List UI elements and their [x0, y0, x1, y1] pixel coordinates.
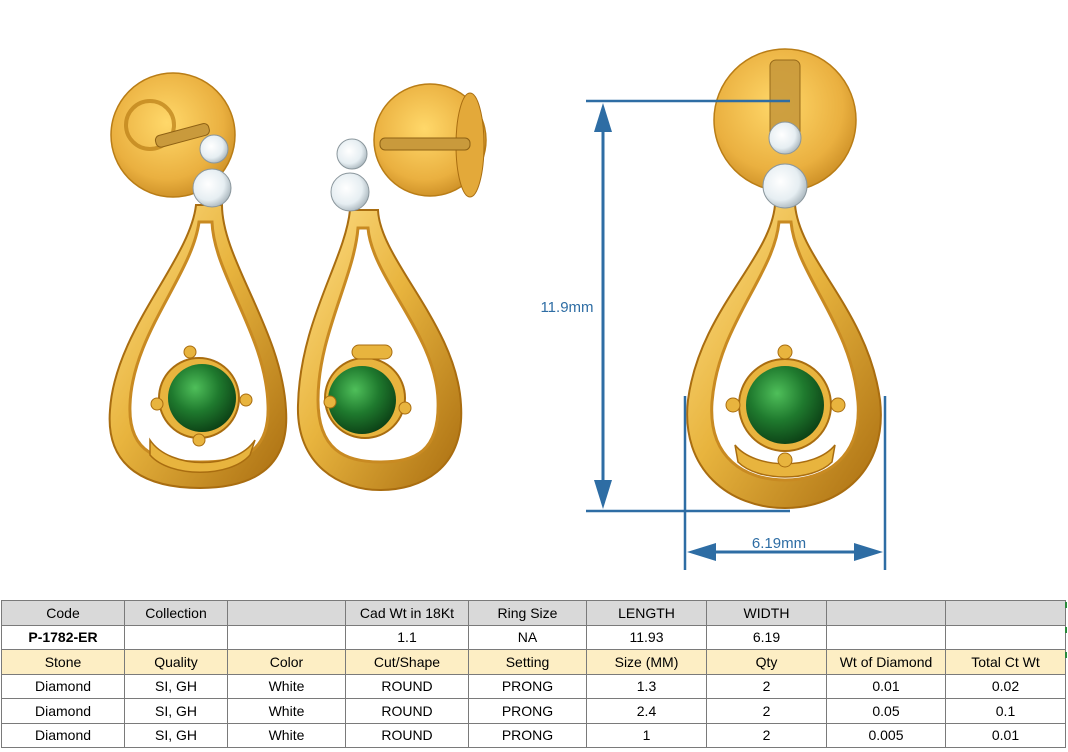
table-cell: PRONG	[468, 722, 587, 748]
header-cell: Code	[1, 600, 125, 626]
header-cell	[826, 600, 946, 626]
width-dimension-label: 6.19mm	[752, 535, 806, 552]
table-cell: White	[227, 722, 346, 748]
table-cell: 2	[706, 673, 827, 699]
table-cell: 1.3	[586, 673, 707, 699]
edge-marker	[1065, 627, 1067, 633]
header-cell: Qty	[706, 649, 827, 675]
diamond-large	[762, 163, 808, 209]
emerald-stone	[328, 366, 396, 434]
width-dimension	[683, 396, 887, 570]
table-cell: ROUND	[345, 673, 469, 699]
earring-left-view	[108, 72, 288, 490]
screw-post	[379, 137, 471, 151]
table-cell: Diamond	[1, 673, 125, 699]
earring-side-view	[296, 83, 487, 492]
emerald-stone	[746, 366, 824, 444]
diamond-small	[199, 134, 229, 164]
table-cell: ROUND	[345, 698, 469, 724]
product-code: P-1782-ER	[1, 624, 125, 650]
diamond-large	[330, 172, 370, 212]
spec-table: Code Collection Cad Wt in 18Kt Ring Size…	[1, 600, 1066, 748]
arrow-left-icon	[687, 543, 716, 561]
arrow-up-icon	[594, 103, 612, 132]
arrow-right-icon	[854, 543, 883, 561]
table-header-row: Code Collection Cad Wt in 18Kt Ring Size…	[1, 600, 1066, 626]
header-cell: Stone	[1, 649, 125, 675]
table-cell: SI, GH	[124, 698, 228, 724]
table-cell: 11.93	[586, 624, 707, 650]
table-cell	[945, 624, 1066, 650]
stone-row: Diamond SI, GH White ROUND PRONG 2.4 2 0…	[1, 698, 1066, 724]
edge-marker	[1065, 602, 1067, 608]
table-cell: White	[227, 698, 346, 724]
height-dimension-label: 11.9mm	[540, 299, 593, 316]
table-cell: 0.1	[945, 698, 1066, 724]
table-cell: 0.02	[945, 673, 1066, 699]
stone-row: Diamond SI, GH White ROUND PRONG 1.3 2 0…	[1, 673, 1066, 699]
height-dimension	[586, 99, 790, 513]
header-cell: Setting	[468, 649, 587, 675]
product-image-area: 11.9mm 6.19mm	[108, 48, 887, 570]
header-cell: WIDTH	[706, 600, 827, 626]
table-cell: NA	[468, 624, 587, 650]
table-cell: SI, GH	[124, 673, 228, 699]
header-cell: Quality	[124, 649, 228, 675]
header-cell: Color	[227, 649, 346, 675]
table-cell: 2.4	[586, 698, 707, 724]
header-cell: Size (MM)	[586, 649, 707, 675]
diamond-small	[336, 138, 368, 170]
header-cell	[227, 600, 346, 626]
diamond-large	[192, 168, 232, 208]
table-cell: SI, GH	[124, 722, 228, 748]
table-cell	[227, 624, 346, 650]
header-cell: Wt of Diamond	[826, 649, 946, 675]
table-cell: 2	[706, 722, 827, 748]
product-row: P-1782-ER 1.1 NA 11.93 6.19	[1, 624, 1066, 650]
table-cell: Diamond	[1, 698, 125, 724]
arrow-down-icon	[594, 480, 612, 509]
header-cell: Collection	[124, 600, 228, 626]
table-cell: Diamond	[1, 722, 125, 748]
earring-product-render: 11.9mm 6.19mm	[108, 48, 887, 570]
table-cell	[124, 624, 228, 650]
header-cell: Cad Wt in 18Kt	[345, 600, 469, 626]
table-cell: 0.05	[826, 698, 946, 724]
header-cell: Total Ct Wt	[945, 649, 1066, 675]
table-cell: ROUND	[345, 722, 469, 748]
header-cell: LENGTH	[586, 600, 707, 626]
header-cell	[945, 600, 1066, 626]
table-cell: PRONG	[468, 698, 587, 724]
stone-header-row: Stone Quality Color Cut/Shape Setting Si…	[1, 649, 1066, 675]
header-cell: Ring Size	[468, 600, 587, 626]
table-cell: PRONG	[468, 673, 587, 699]
emerald-stone	[168, 364, 236, 432]
table-cell: 6.19	[706, 624, 827, 650]
earring-front-view	[686, 48, 882, 510]
table-cell: 0.01	[945, 722, 1066, 748]
screw-post	[154, 123, 210, 148]
stone-row: Diamond SI, GH White ROUND PRONG 1 2 0.0…	[1, 722, 1066, 748]
header-cell: Cut/Shape	[345, 649, 469, 675]
table-cell: 1	[586, 722, 707, 748]
diamond-small	[768, 121, 802, 155]
table-cell	[826, 624, 946, 650]
table-cell: 1.1	[345, 624, 469, 650]
table-cell: 0.005	[826, 722, 946, 748]
table-cell: 2	[706, 698, 827, 724]
table-cell: 0.01	[826, 673, 946, 699]
table-cell: White	[227, 673, 346, 699]
edge-marker	[1065, 652, 1067, 658]
